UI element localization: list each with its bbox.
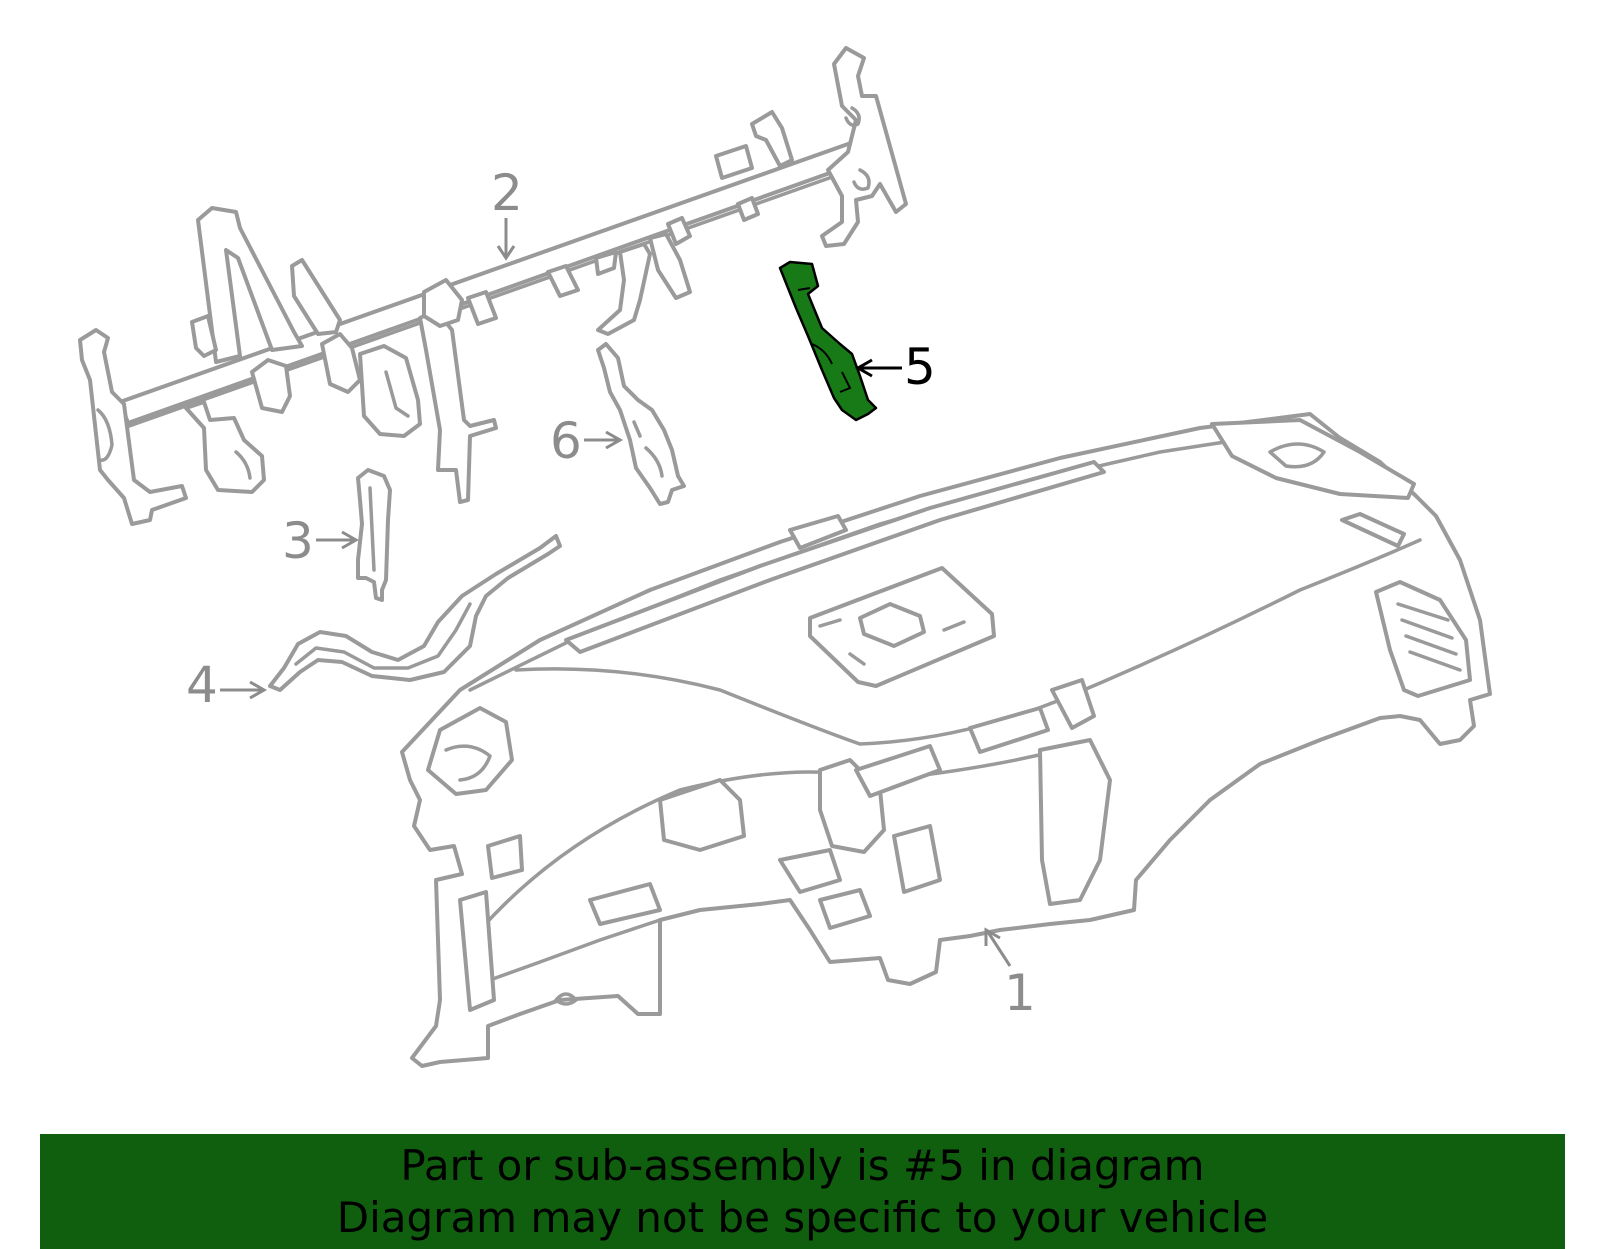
callout-4-number: 4: [186, 656, 218, 714]
callout-5-number: 5: [904, 338, 936, 396]
cross-car-beam: 2: [78, 46, 908, 526]
banner-line-2: Diagram may not be specific to your vehi…: [336, 1193, 1269, 1242]
bracket-part-3: 3: [282, 468, 392, 602]
info-banner: Part or sub-assembly is #5 in diagram Di…: [40, 1134, 1565, 1249]
banner-line-1: Part or sub-assembly is #5 in diagram: [400, 1141, 1205, 1190]
callout-1-number: 1: [1004, 964, 1036, 1022]
parts-diagram: 2 6 3 4 5: [78, 46, 1492, 1068]
instrument-panel-part-1: 1: [400, 412, 1492, 1068]
duct-part-4: 4: [186, 534, 562, 714]
highlighted-bracket-part-5[interactable]: 5: [778, 260, 936, 422]
callout-3-number: 3: [282, 512, 314, 570]
callout-2-number: 2: [491, 164, 523, 222]
callout-6-number: 6: [550, 412, 582, 470]
bracket-part-6: 6: [550, 342, 686, 506]
